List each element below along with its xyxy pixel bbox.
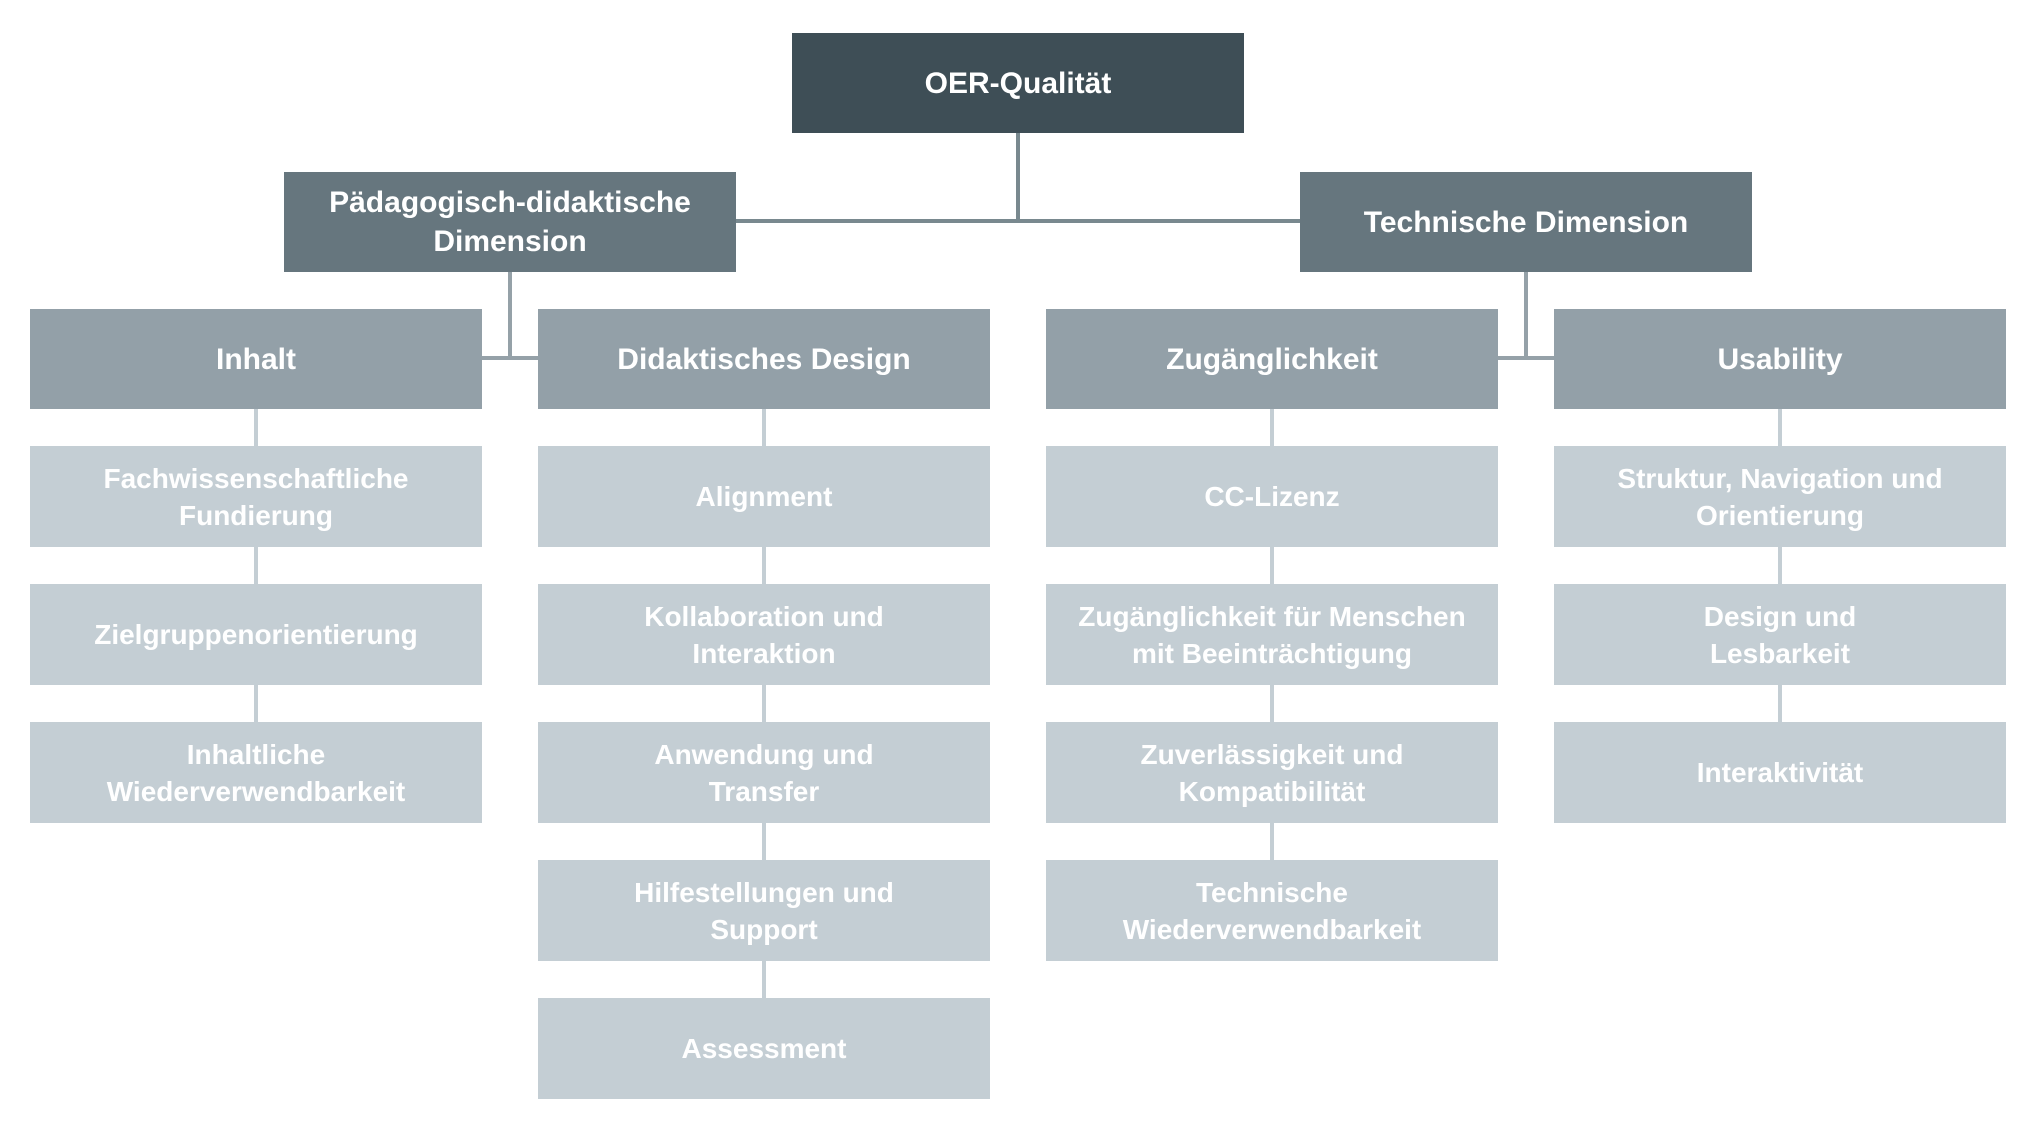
item-node-cc-lizenz: CC-Lizenz xyxy=(1046,446,1498,547)
connector-col1-stub-2 xyxy=(254,547,258,584)
item-node-fachwissenschaftliche-fundierung: Fachwissenschaftliche Fundierung xyxy=(30,446,482,547)
connector-zugaenglichkeit-usability-horizontal xyxy=(1498,356,1554,360)
connector-col2-stub-1 xyxy=(762,409,766,446)
item-node-interaktivitaet: Interaktivität xyxy=(1554,722,2006,823)
connector-col4-stub-2 xyxy=(1778,547,1782,584)
item-node-alignment: Alignment xyxy=(538,446,990,547)
connector-col2-stub-4 xyxy=(762,823,766,860)
connector-col4-stub-3 xyxy=(1778,685,1782,722)
connector-technisch-vertical xyxy=(1524,272,1528,360)
connector-col1-stub-3 xyxy=(254,685,258,722)
item-node-hilfestellungen-und-support: Hilfestellungen und Support xyxy=(538,860,990,961)
connector-col2-stub-3 xyxy=(762,685,766,722)
item-node-technische-wiederverwendbarkeit: Technische Wiederverwendbarkeit xyxy=(1046,860,1498,961)
category-node-inhalt: Inhalt xyxy=(30,309,482,409)
connector-col3-stub-2 xyxy=(1270,547,1274,584)
dimension-node-technisch: Technische Dimension xyxy=(1300,172,1752,272)
item-node-struktur-navigation-orientierung: Struktur, Navigation und Orientierung xyxy=(1554,446,2006,547)
connector-col3-stub-3 xyxy=(1270,685,1274,722)
category-node-zugaenglichkeit: Zugänglichkeit xyxy=(1046,309,1498,409)
item-node-assessment: Assessment xyxy=(538,998,990,1099)
category-node-didaktisches-design: Didaktisches Design xyxy=(538,309,990,409)
connector-col3-stub-4 xyxy=(1270,823,1274,860)
connector-col1-stub-1 xyxy=(254,409,258,446)
dimension-node-paedagogisch-didaktisch: Pädagogisch-didaktische Dimension xyxy=(284,172,736,272)
item-node-zugaenglichkeit-fuer-menschen: Zugänglichkeit für Menschen mit Beeinträ… xyxy=(1046,584,1498,685)
connector-col2-stub-5 xyxy=(762,961,766,998)
item-node-zuverlaessigkeit-und-kompatibilitaet: Zuverlässigkeit und Kompatibilität xyxy=(1046,722,1498,823)
connector-paedagogisch-vertical xyxy=(508,272,512,360)
root-node-oer-qualitaet: OER-Qualität xyxy=(792,33,1244,133)
item-node-inhaltliche-wiederverwendbarkeit: Inhaltliche Wiederverwendbarkeit xyxy=(30,722,482,823)
item-node-kollaboration-und-interaktion: Kollaboration und Interaktion xyxy=(538,584,990,685)
category-node-usability: Usability xyxy=(1554,309,2006,409)
item-node-design-und-lesbarkeit: Design und Lesbarkeit xyxy=(1554,584,2006,685)
item-node-anwendung-und-transfer: Anwendung und Transfer xyxy=(538,722,990,823)
connector-root-vertical xyxy=(1016,133,1020,223)
connector-col2-stub-2 xyxy=(762,547,766,584)
connector-col4-stub-1 xyxy=(1778,409,1782,446)
connector-root-horizontal xyxy=(736,219,1300,223)
item-node-zielgruppenorientierung: Zielgruppenorientierung xyxy=(30,584,482,685)
connector-col3-stub-1 xyxy=(1270,409,1274,446)
connector-inhalt-didaktisches-horizontal xyxy=(482,356,538,360)
